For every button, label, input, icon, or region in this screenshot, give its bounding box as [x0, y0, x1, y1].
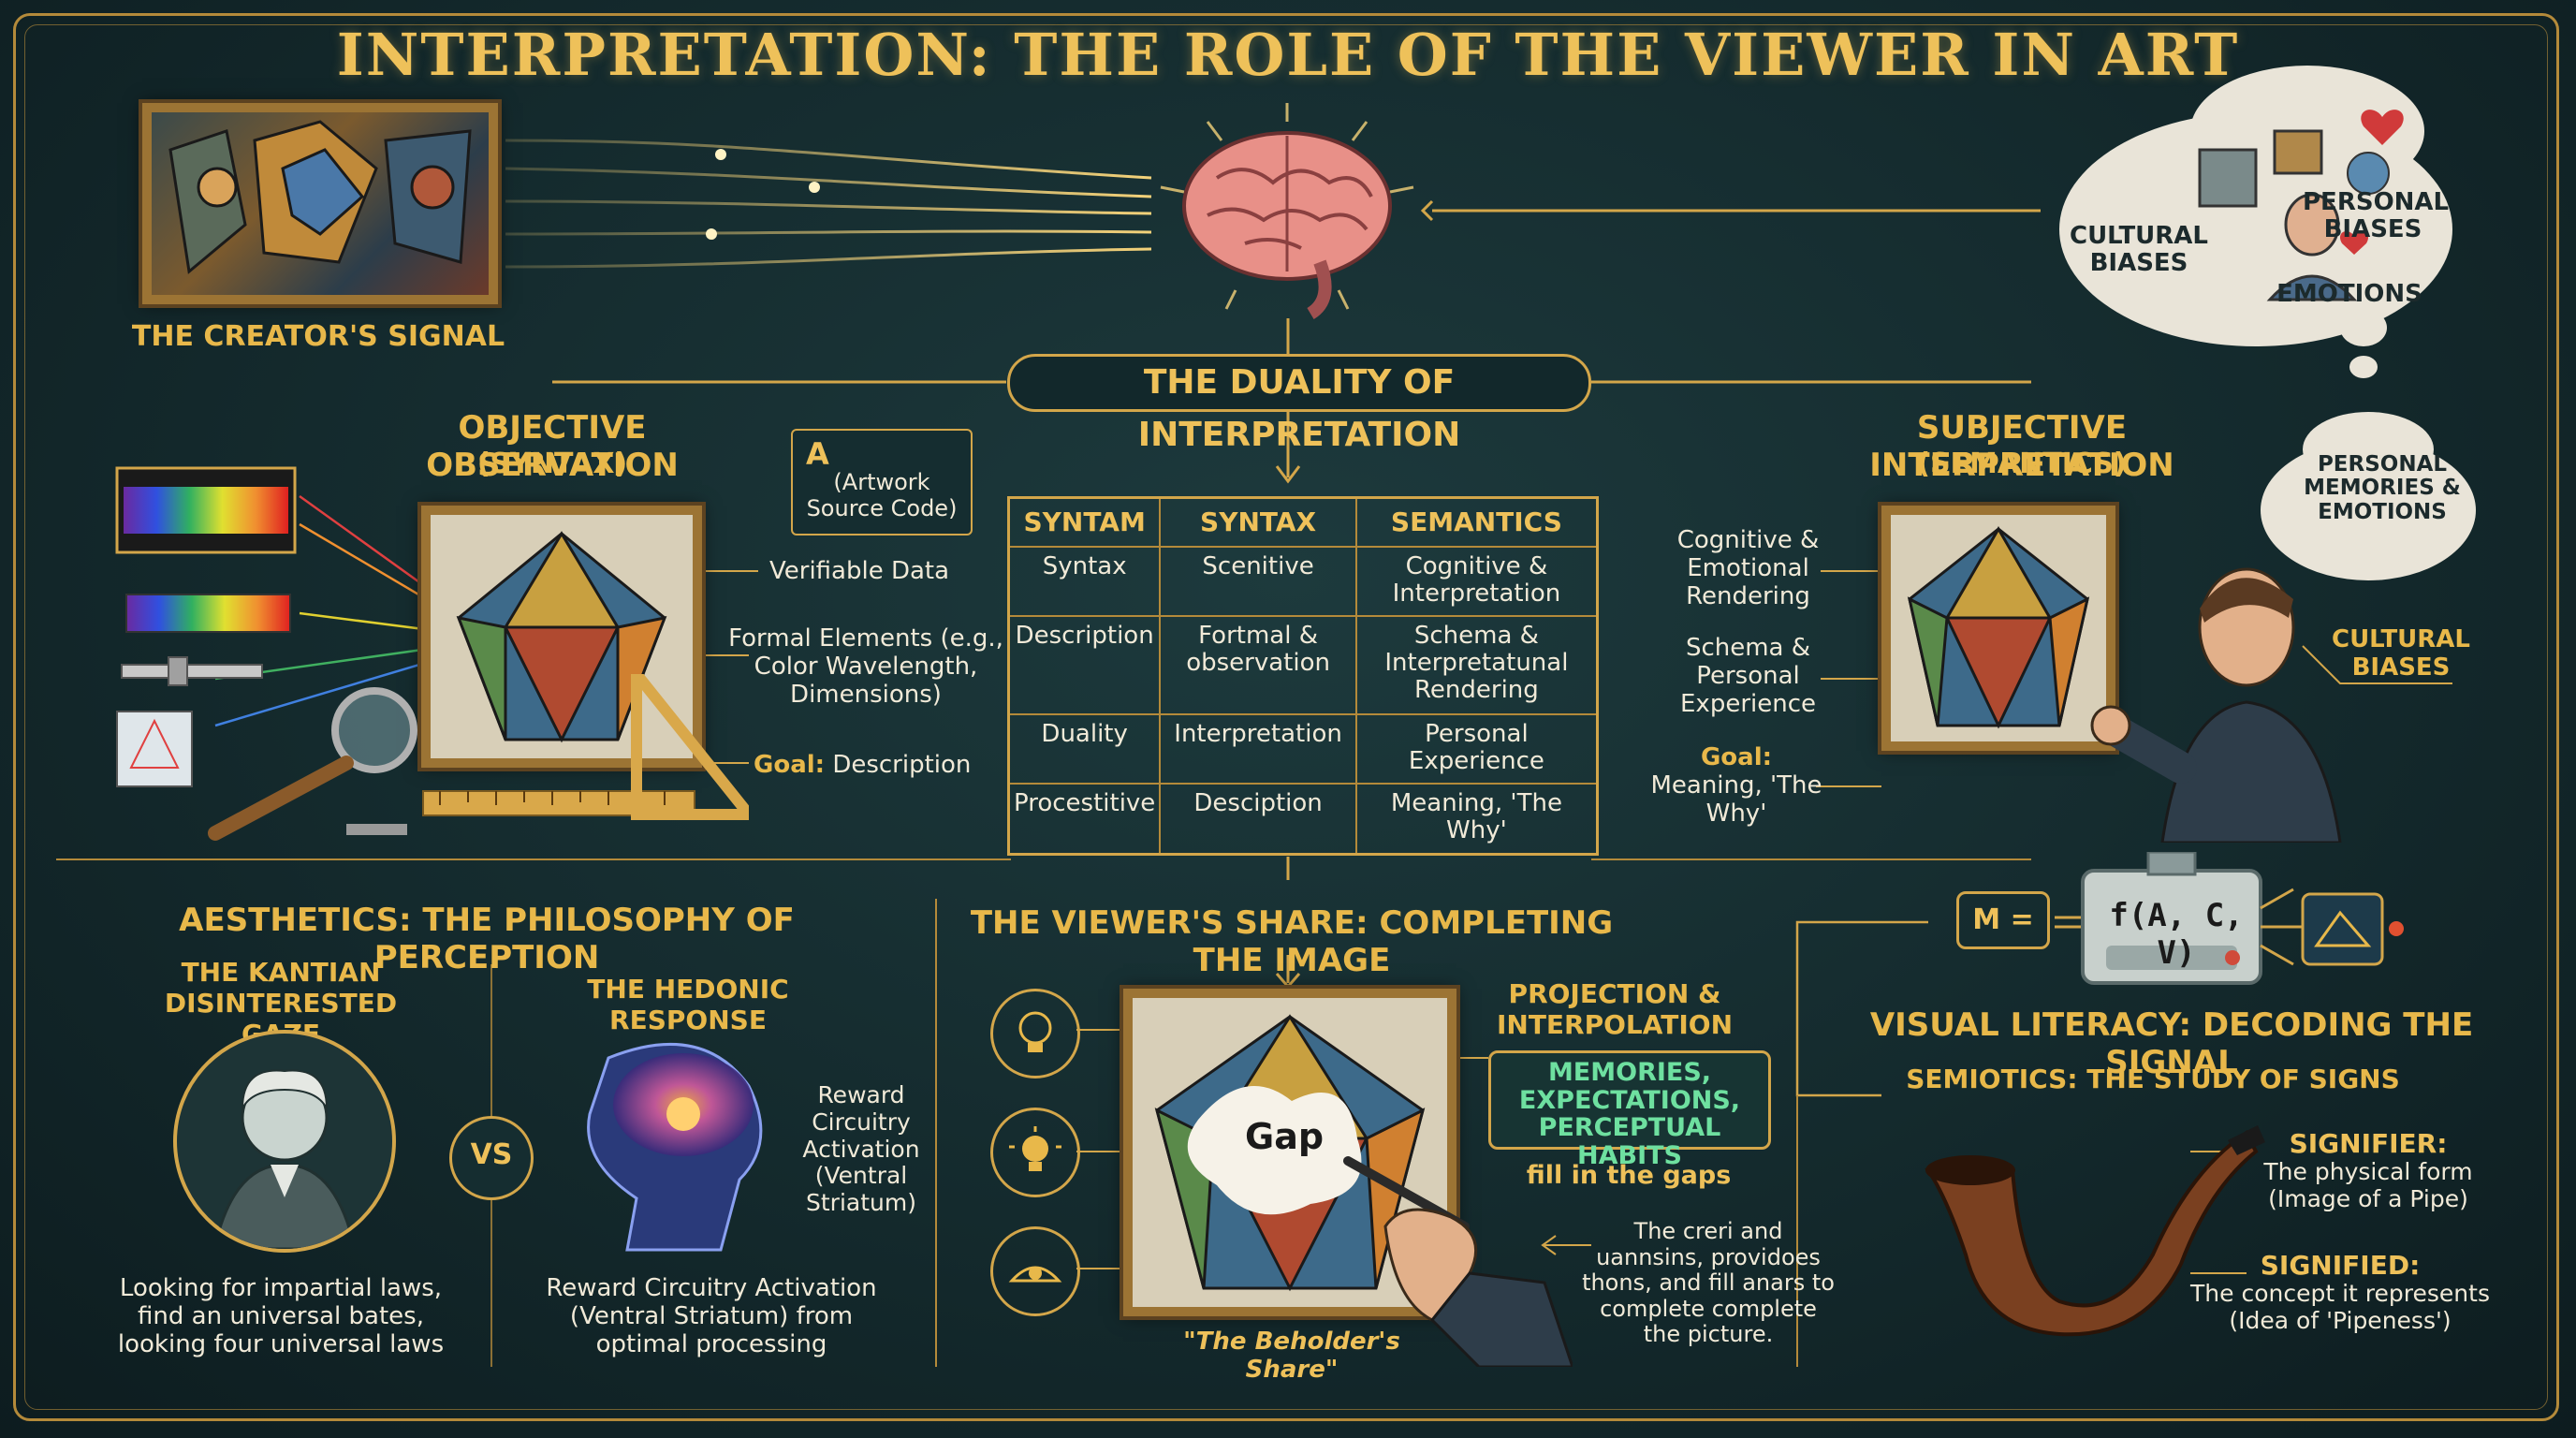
subjective-subtitle: (SEMANTICS)	[1917, 448, 2127, 480]
thought-bubble-dot-small	[2349, 356, 2378, 378]
table-cell: Meaning, 'The Why'	[1354, 783, 1599, 856]
subjective-goal: Goal: Meaning, 'The Why'	[1643, 743, 1830, 829]
subjective-title: SUBJECTIVE INTERPRETATION	[1869, 409, 2174, 484]
signified-text: The concept it represents (Idea of 'Pipe…	[2190, 1280, 2490, 1334]
viewer-person	[2090, 567, 2342, 843]
subjective-goal-label: Goal:	[1700, 743, 1773, 771]
objective-goal-label: Goal:	[754, 751, 826, 779]
signifier-label: SIGNIFIER:	[2289, 1128, 2448, 1159]
hedonic-description: Reward Circuitry Activation (Ventral Str…	[546, 1274, 877, 1358]
memories-cloud-label: PERSONAL MEMORIES & EMOTIONS	[2304, 452, 2461, 524]
hedonic-label: THE HEDONIC RESPONSE	[587, 974, 789, 1035]
thought-bubble-dot	[2340, 309, 2387, 346]
reward-circuitry-label: Reward Circuitry Activation (Ventral Str…	[802, 1081, 920, 1216]
vs-badge: VS	[449, 1116, 534, 1200]
subjective-cultural-label: CULTURAL BIASES	[2331, 625, 2470, 682]
table-row: Duality Interpretation Personal Experien…	[1007, 712, 1599, 785]
memories-text: MEMORIES, EXPECTATIONS, PERCEPTUAL HABIT…	[1518, 1058, 1741, 1171]
table-cell: Duality	[1007, 712, 1162, 785]
visual-literacy-title: VISUAL LITERACY: DECODING THE SIGNAL	[1869, 1006, 2474, 1081]
objective-goal: Goal: Description	[754, 751, 997, 780]
memories-cloud-puff	[2303, 412, 2434, 487]
page-title: INTERPRETATION: THE ROLE OF THE VIEWER I…	[336, 21, 2240, 89]
verifiable-data-label: Verifiable Data	[769, 557, 950, 585]
table-cell: Procestitive	[1007, 783, 1162, 856]
memories-box: MEMORIES, EXPECTATIONS, PERCEPTUAL HABIT…	[1488, 1050, 1771, 1169]
objective-title: OBJECTIVE OBSERVATION	[426, 409, 679, 484]
lightbulb-icon-1	[990, 989, 1080, 1078]
objective-goal-text: Description	[832, 751, 972, 779]
lightbulb-icon	[1018, 1011, 1052, 1052]
pipe-icon	[1925, 1125, 2265, 1337]
formal-elements-label: Formal Elements (e.g., Color Wavelength,…	[728, 624, 1003, 709]
eye-icon	[1008, 1266, 1062, 1283]
emotions-label: EMOTIONS	[2276, 280, 2422, 308]
drawing-hand	[1343, 1156, 1573, 1367]
source-code-label: (Artwork Source Code)	[806, 469, 958, 521]
signified-block: SIGNIFIED: The concept it represents (Id…	[2181, 1250, 2499, 1335]
table-header-row: SYNTAM SYNTAX SEMANTICS	[1007, 496, 1599, 548]
table-cell: Desciption	[1159, 783, 1357, 856]
kant-portrait	[173, 1030, 396, 1253]
cultural-biases-label: CULTURAL BIASES	[2069, 222, 2208, 277]
kant-icon	[212, 1069, 357, 1249]
eye-icon-circle	[990, 1226, 1080, 1316]
creator-painting	[142, 103, 498, 304]
subjective-artwork	[1907, 526, 2090, 729]
beholders-share-label: "The Beholder's Share"	[1183, 1328, 1400, 1384]
table-cell: Scenitive	[1159, 545, 1357, 618]
personal-biases-label: PERSONAL BIASES	[2303, 188, 2450, 243]
kant-description: Looking for impartial laws, find an univ…	[117, 1274, 445, 1358]
cognitive-rendering-label: Cognitive & Emotional Rendering	[1676, 526, 1820, 610]
source-code-letter: A	[806, 436, 829, 472]
aesthetics-title: AESTHETICS: THE PHILOSOPHY OF PERCEPTION	[179, 902, 795, 976]
biases-illustration	[2198, 110, 2404, 301]
cubist-artwork	[168, 120, 472, 274]
signifier-block: SIGNIFIER: The physical form (Image of a…	[2247, 1128, 2490, 1213]
table-header: SYNTAX	[1159, 496, 1357, 548]
subjective-goal-text: Meaning, 'The Why'	[1650, 770, 1822, 828]
table-cell: Description	[1007, 615, 1162, 715]
inner-frame	[24, 24, 2548, 1410]
table-cell: Cognitive & Interpretation	[1354, 545, 1599, 618]
semiotics-label: SEMIOTICS: THE STUDY OF SIGNS	[1906, 1064, 2400, 1094]
table-row: Procestitive Desciption Meaning, 'The Wh…	[1007, 783, 1599, 856]
table-cell: Interpretation	[1159, 712, 1357, 785]
projection-label: PROJECTION & INTERPOLATION	[1496, 978, 1734, 1040]
signified-label: SIGNIFIED:	[2260, 1250, 2421, 1281]
table-cell: Schema & Interpretatunal Rendering	[1354, 615, 1599, 715]
formula-function: f(A, C, V)	[2109, 897, 2244, 972]
gap-label: Gap	[1245, 1116, 1325, 1157]
table-row: Description Fortmal & observation Schema…	[1007, 615, 1599, 715]
lightbulb-icon-2	[990, 1108, 1080, 1197]
creator-signal-label: THE CREATOR'S SIGNAL	[131, 320, 505, 353]
viewer-share-title: THE VIEWER'S SHARE: COMPLETING THE IMAGE	[970, 904, 1614, 979]
table-cell: Syntax	[1007, 545, 1162, 618]
table-header: SEMANTICS	[1354, 496, 1599, 548]
lightbulb-icon	[1009, 1126, 1061, 1171]
outer-frame	[13, 13, 2559, 1421]
brain-icon	[1160, 103, 1414, 319]
gap-artwork	[1154, 1014, 1426, 1292]
duality-title: THE DUALITY OF INTERPRETATION	[1007, 354, 1591, 454]
objective-subtitle: (SYNTAX)	[476, 448, 628, 480]
table-cell: Fortmal & observation	[1159, 615, 1357, 715]
spectrum-tools	[115, 466, 297, 787]
glowing-brain-icon	[587, 1042, 763, 1252]
table-cell: Personal Experience	[1354, 712, 1599, 785]
schema-experience-label: Schema & Personal Experience	[1680, 634, 1816, 718]
viewer-share-description: The creri and uannsins, providoes thons,…	[1582, 1218, 1835, 1348]
source-code-card: A (Artwork Source Code)	[791, 429, 973, 536]
subjective-painting	[1881, 506, 2115, 751]
duality-table: SYNTAM SYNTAX SEMANTICS Syntax Scenitive…	[1007, 496, 1599, 856]
table-header: SYNTAM	[1007, 496, 1162, 548]
table-row: Syntax Scenitive Cognitive & Interpretat…	[1007, 545, 1599, 618]
measuring-tools	[208, 674, 749, 841]
signifier-text: The physical form (Image of a Pipe)	[2263, 1158, 2473, 1212]
gap-painting	[1123, 989, 1456, 1316]
formula-m-box: M =	[1956, 891, 2050, 949]
fill-gaps-label: fill in the gaps	[1526, 1161, 1732, 1190]
decoder-machine	[2055, 852, 2404, 985]
